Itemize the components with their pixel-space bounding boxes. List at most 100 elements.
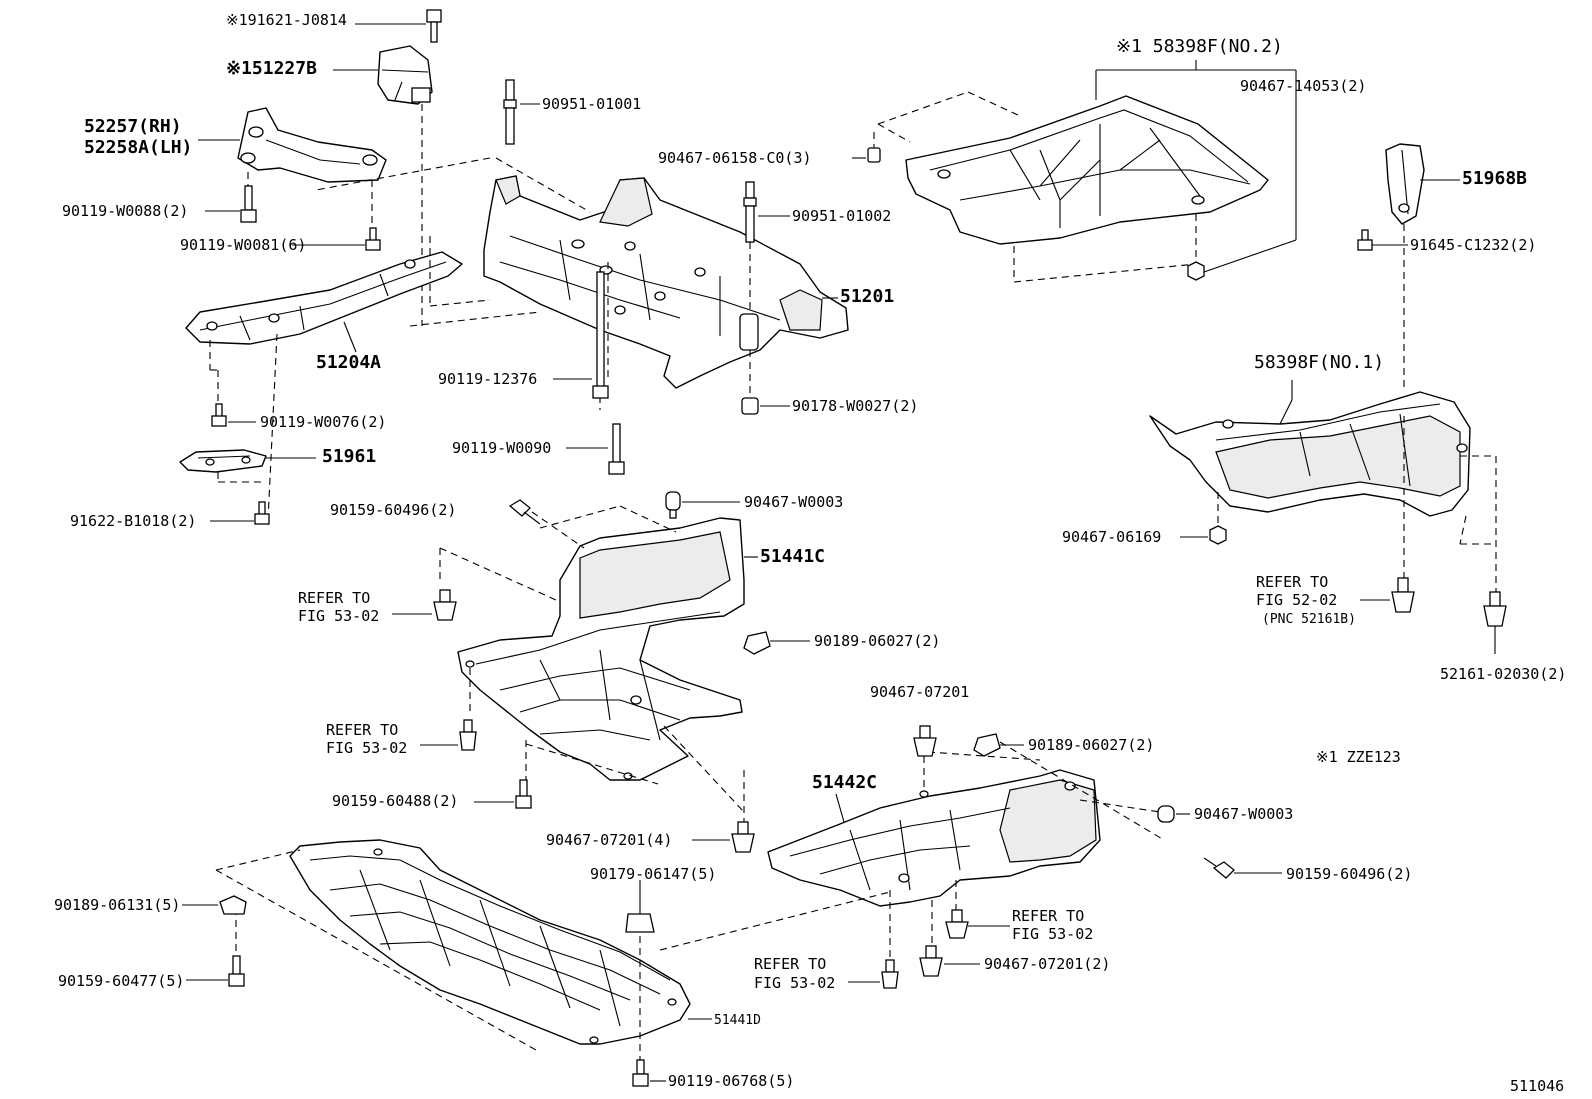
clip-90189-06027-a [743, 631, 771, 655]
label-90119-w0088: 90119-W0088(2) [62, 202, 189, 220]
nut-90467-14053 [1187, 261, 1205, 281]
label-90159-60496-a: 90159-60496(2) [330, 501, 457, 519]
label-refer-to-53-02-a: REFER TO [298, 589, 371, 607]
label-fig-53-02-d: FIG 53-02 [754, 974, 836, 992]
stud-90951-01002 [743, 181, 757, 243]
bolt-191621 [426, 9, 442, 43]
label-90467-06169: 90467-06169 [1062, 528, 1162, 546]
clip-refer-53-02-b [459, 719, 477, 751]
label-refer-to-52-02: REFER TO [1256, 573, 1329, 591]
label-fig-52-02: FIG 52-02 [1256, 591, 1338, 609]
nut-90179-06147 [625, 913, 655, 933]
label-90467-07201-4: 90467-07201(4) [546, 831, 673, 849]
clip-90467-07201-4 [731, 821, 755, 853]
crossmember-51204a [185, 251, 463, 345]
bolt-91622-b1018 [254, 501, 270, 525]
clip-refer-53-02-a [433, 589, 457, 621]
engine-mount-151227b [377, 45, 433, 105]
label-zze123: ※1 ZZE123 [1316, 748, 1401, 766]
bolt-90119-12376 [592, 271, 609, 399]
clip-90189-06027-b [973, 733, 1001, 757]
label-52161-02030: 52161-02030(2) [1440, 665, 1567, 683]
label-90119-w0076: 90119-W0076(2) [260, 413, 387, 431]
clip-90189-06131 [219, 895, 247, 915]
screw-90159-60496-b [1203, 857, 1235, 879]
figure-number: 511046 [1510, 1077, 1565, 1095]
clip-90467-w0003-b [1157, 805, 1175, 823]
label-90119-12376: 90119-12376 [438, 370, 538, 388]
label-58398f-no2: ※1 58398F(NO.2) [1116, 36, 1283, 57]
label-pnc-52161b: (PNC 52161B) [1262, 612, 1356, 627]
label-90189-06131: 90189-06131(5) [54, 896, 181, 914]
label-51441c: 51441C [760, 546, 826, 567]
bolt-90159-60477 [228, 955, 245, 987]
label-91645-c1232: 91645-C1232(2) [1410, 236, 1537, 254]
label-90119-06768: 90119-06768(5) [668, 1072, 795, 1090]
plate-51961 [179, 449, 267, 473]
label-58398f-no1: 58398F(NO.1) [1254, 352, 1385, 373]
bracket-52257 [237, 107, 387, 183]
bolt-91645-c1232 [1357, 229, 1373, 251]
clip-52161b [1391, 577, 1415, 613]
label-90467-06158-c0: 90467-06158-C0(3) [658, 149, 812, 167]
label-191621-j0814: ※191621-J0814 [226, 11, 347, 29]
label-90467-07201-2: 90467-07201(2) [984, 955, 1111, 973]
label-90178-w0027: 90178-W0027(2) [792, 397, 919, 415]
bolt-90119-06768 [632, 1059, 649, 1087]
label-90159-60477: 90159-60477(5) [58, 972, 185, 990]
suspension-crossmember-51201 [483, 175, 849, 389]
bolt-90119-w0090 [608, 423, 625, 475]
stud-90951-01001 [503, 79, 517, 145]
label-90179-06147: 90179-06147(5) [590, 865, 717, 883]
undercover-58398f-no2 [905, 95, 1269, 245]
label-90159-60488: 90159-60488(2) [332, 792, 459, 810]
label-90189-06027-a: 90189-06027(2) [814, 632, 941, 650]
clip-52161-02030 [1483, 591, 1507, 654]
label-51968b: 51968B [1462, 168, 1528, 189]
label-51204a: 51204A [316, 352, 382, 373]
clip-refer-53-02-c [945, 909, 969, 939]
label-90467-w0003-a: 90467-W0003 [744, 493, 844, 511]
label-refer-to-53-02-c: REFER TO [1012, 907, 1085, 925]
undercover-51442c [767, 769, 1101, 907]
undercover-58398f-no1 [1149, 391, 1471, 517]
bolt-90119-w0076 [211, 403, 227, 427]
label-90467-07201-top: 90467-07201 [870, 683, 970, 701]
clip-90467-07201-top [913, 725, 937, 757]
bolt-90119-w0081 [365, 227, 381, 251]
bolt-90159-60488 [515, 779, 532, 809]
clip-refer-53-02-d [881, 959, 899, 989]
label-90951-01001: 90951-01001 [542, 95, 642, 113]
label-51201: 51201 [840, 286, 895, 307]
label-90951-01002: 90951-01002 [792, 207, 892, 225]
nut-90467-06169 [1209, 525, 1227, 545]
label-90467-14053: 90467-14053(2) [1240, 77, 1367, 95]
label-51961: 51961 [322, 446, 377, 467]
label-51442c: 51442C [812, 772, 878, 793]
clip-90467-w0003-a [665, 491, 681, 519]
bracket-51968b [1385, 143, 1425, 225]
label-52258a-lh: 52258A(LH) [84, 137, 193, 158]
bolt-90119-w0088 [240, 185, 257, 223]
clip-90467-06158 [867, 147, 881, 163]
label-52257-rh: 52257(RH) [84, 116, 182, 137]
label-90119-w0090: 90119-W0090 [452, 439, 552, 457]
nut-90178-w0027 [741, 397, 759, 415]
label-90159-60496-b: 90159-60496(2) [1286, 865, 1413, 883]
screw-90159-60496-a [508, 499, 541, 525]
label-90467-w0003-b: 90467-W0003 [1194, 805, 1294, 823]
label-refer-to-53-02-b: REFER TO [326, 721, 399, 739]
undercover-51441c [457, 517, 745, 781]
undercover-51441d [289, 839, 691, 1045]
label-fig-53-02-b: FIG 53-02 [326, 739, 408, 757]
label-fig-53-02-a: FIG 53-02 [298, 607, 380, 625]
label-91622-b1018: 91622-B1018(2) [70, 512, 197, 530]
label-90119-w0081: 90119-W0081(6) [180, 236, 307, 254]
clip-90467-07201-2 [919, 945, 943, 977]
label-90189-06027-b: 90189-06027(2) [1028, 736, 1155, 754]
label-refer-to-53-02-d: REFER TO [754, 955, 827, 973]
label-fig-53-02-c: FIG 53-02 [1012, 925, 1094, 943]
label-51441d: 51441D [714, 1013, 761, 1028]
